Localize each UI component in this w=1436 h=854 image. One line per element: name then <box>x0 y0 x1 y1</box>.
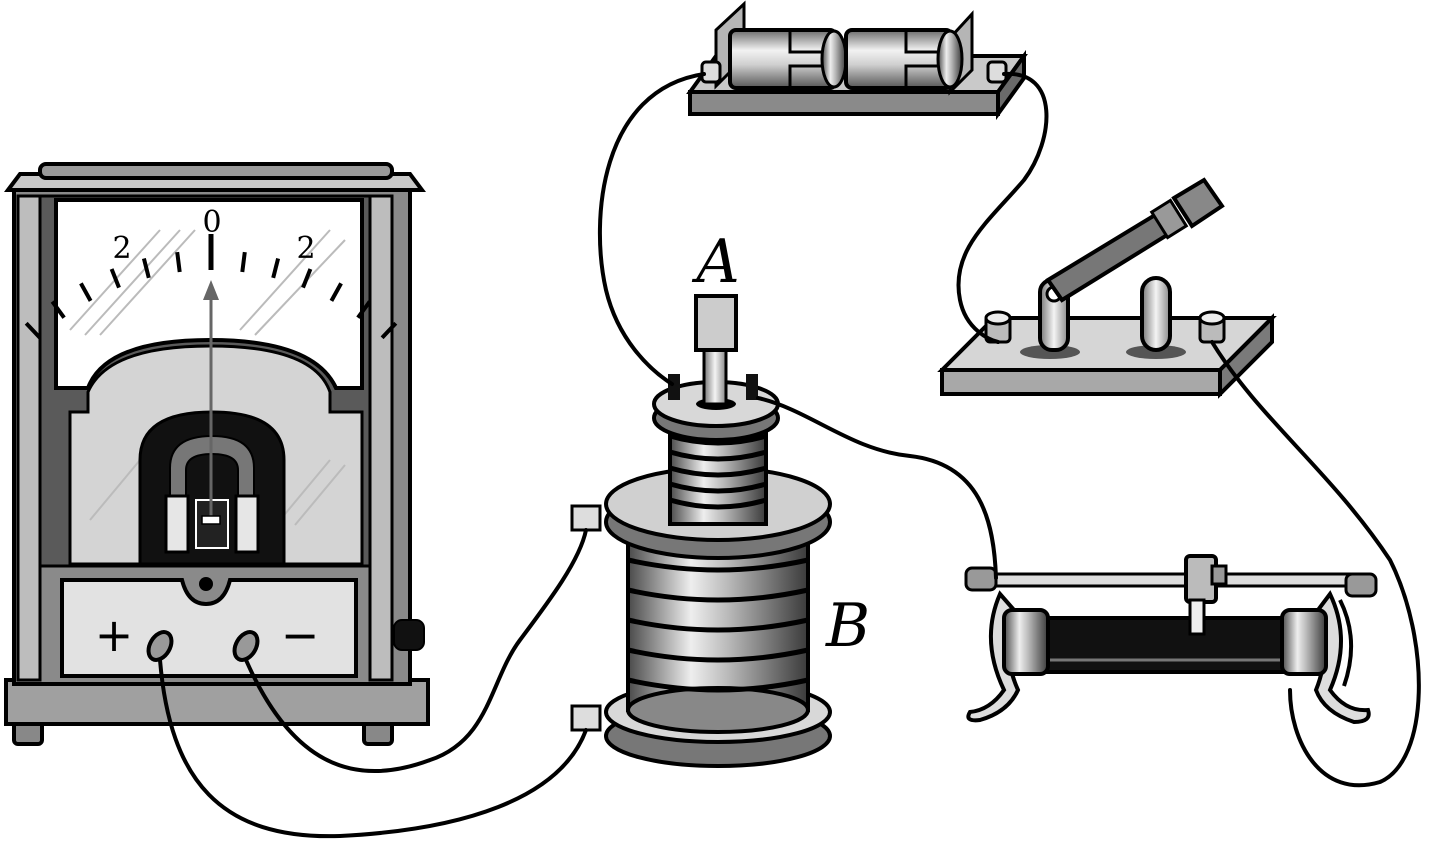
coil-B-terminal-top[interactable] <box>570 504 602 532</box>
scale-tick <box>50 300 66 319</box>
switch-handle[interactable] <box>1171 177 1225 229</box>
zero-adjust-knob[interactable] <box>393 619 425 651</box>
wire-coilA-to-rheostat <box>756 396 998 580</box>
scale-label-center: 0 <box>202 205 221 240</box>
rheostat-terminal-left[interactable] <box>964 566 998 592</box>
coil-winding <box>627 647 809 663</box>
galvanometer: 2 0 2 + − <box>4 162 430 746</box>
battery-terminal-left[interactable] <box>700 60 722 84</box>
knife-switch <box>937 177 1277 399</box>
coil-winding <box>627 677 809 693</box>
scale-label-left: 2 <box>112 231 131 266</box>
coil-winding <box>669 481 767 494</box>
scale-tick <box>141 258 151 279</box>
coil-A <box>652 294 780 526</box>
scale-tick <box>24 321 42 340</box>
wire-galv-plus-to-coilB <box>158 658 588 839</box>
label-B: B <box>825 591 870 661</box>
rheostat-terminal-right[interactable] <box>1344 572 1378 598</box>
switch-contact-post <box>1140 276 1172 352</box>
coil-winding <box>669 497 767 510</box>
battery-cell-2 <box>844 28 964 90</box>
scale-tick <box>240 251 247 273</box>
battery-cell-1 <box>728 28 848 90</box>
scale-tick <box>380 321 398 340</box>
wire-galv-minus-to-coilB <box>244 528 588 774</box>
terminal-panel <box>60 578 358 678</box>
switch-terminal-right[interactable] <box>1198 310 1226 344</box>
scale-tick <box>175 251 182 273</box>
terminal-minus-label: − <box>281 608 320 662</box>
scale-tick <box>79 282 93 302</box>
coil-winding <box>669 465 767 478</box>
wire-battery-to-coilA <box>597 72 706 386</box>
terminal-minus-post[interactable] <box>230 628 262 664</box>
label-A: A <box>691 227 739 297</box>
coil-winding <box>627 557 809 573</box>
coil-B-terminal-bottom[interactable] <box>570 704 602 732</box>
coil-A-terminal-right[interactable] <box>746 374 758 400</box>
switch-terminal-left[interactable] <box>984 310 1012 344</box>
scale-tick <box>329 282 343 302</box>
wires <box>158 71 1421 839</box>
rheostat-rod <box>988 572 1352 588</box>
wire-switch-to-rheostat <box>1210 340 1421 788</box>
battery-holder <box>686 0 1028 121</box>
rheostat-slider[interactable] <box>1184 554 1228 636</box>
terminal-plus-post[interactable] <box>144 628 176 664</box>
scale-label-right: 2 <box>296 231 315 266</box>
iron-core <box>702 346 728 406</box>
iron-core-top <box>694 294 738 352</box>
scale-tick <box>356 300 372 319</box>
coil-winding <box>669 449 767 462</box>
terminal-plus-label: + <box>95 608 134 662</box>
galvanometer-base <box>4 678 430 726</box>
coil-winding <box>627 617 809 633</box>
scale-tick <box>109 268 121 289</box>
scale-tick <box>271 258 281 279</box>
battery-terminal-right[interactable] <box>986 60 1008 84</box>
galvanometer-needle <box>201 280 221 525</box>
scale-tick <box>301 268 313 289</box>
galvanometer-scale <box>24 234 398 340</box>
rheostat <box>964 554 1378 725</box>
wire-battery-to-switch <box>956 71 1049 344</box>
coil-winding <box>627 587 809 603</box>
coil-A-terminal-left[interactable] <box>668 374 680 400</box>
coil-winding <box>669 433 767 446</box>
